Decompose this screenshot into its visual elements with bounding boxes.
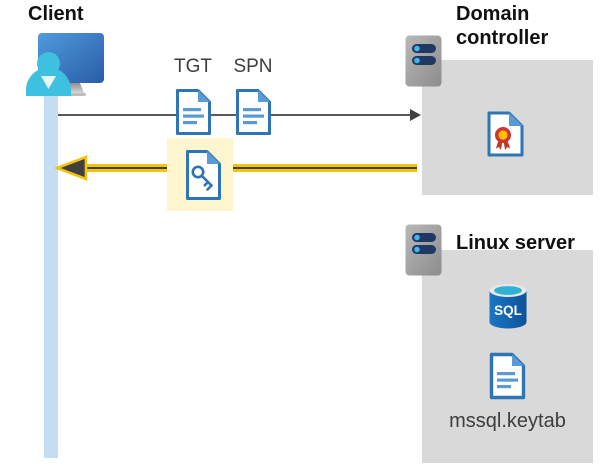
- certificate-icon: [487, 111, 524, 157]
- tgt-label: TGT: [174, 56, 212, 77]
- tgt-document-icon: [176, 89, 211, 135]
- sql-database-icon: SQL: [489, 284, 527, 329]
- client-computer-icon: [26, 33, 104, 96]
- sql-icon-label: SQL: [494, 303, 522, 318]
- response-arrow-head-icon: [55, 155, 88, 181]
- spn-label: SPN: [233, 56, 273, 77]
- request-arrow-head-icon: [410, 109, 421, 121]
- keytab-file-label: mssql.keytab: [449, 410, 566, 432]
- key-document-icon: [186, 150, 221, 200]
- linux-server-label: Linux server: [456, 232, 575, 254]
- domain-controller-label: Domain controller: [456, 3, 549, 49]
- client-timeline-bar: [44, 95, 58, 458]
- client-label: Client: [28, 3, 84, 25]
- keytab-document-icon: [489, 352, 526, 400]
- user-icon: [26, 52, 71, 96]
- request-arrow-line: [58, 114, 412, 116]
- key-glyph: [191, 165, 213, 191]
- domain-controller-server-icon: [405, 35, 442, 87]
- spn-document-icon: [236, 89, 271, 135]
- response-arrow-line: [66, 164, 417, 172]
- linux-server-icon: [405, 224, 442, 276]
